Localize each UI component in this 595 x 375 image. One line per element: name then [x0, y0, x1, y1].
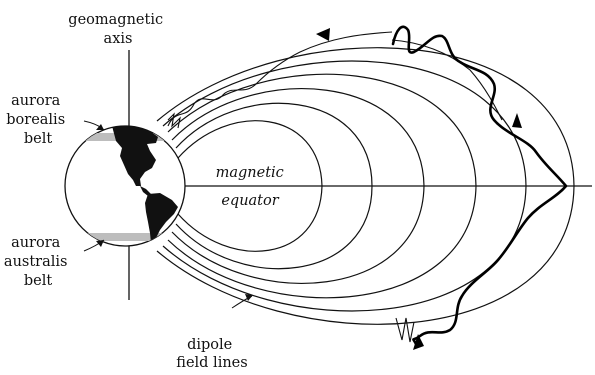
field-line-3	[171, 88, 425, 284]
field-line-2	[175, 102, 373, 270]
magnetic-equator-label: magnetic equator	[216, 165, 289, 209]
drift-arrow-top	[316, 28, 330, 41]
mirror-point-zigzag-top	[167, 112, 181, 129]
field-line-1	[177, 120, 323, 252]
dipole-field-lines-leader-arrow	[245, 294, 253, 301]
aurora-borealis-leader-arrow	[96, 124, 104, 130]
mirror-point-zigzag-bottom	[395, 317, 415, 343]
dipole-field-lines	[156, 47, 575, 325]
aurora-australis-leader-arrow	[96, 240, 104, 247]
aurora-australis-band	[65, 233, 185, 241]
field-line-5	[162, 60, 527, 312]
earth	[64, 125, 186, 247]
trapped-particle-thin-path	[167, 31, 393, 127]
aurora-australis-label: aurora australis belt	[4, 235, 72, 289]
central-america-shape	[140, 186, 151, 196]
aurora-borealis-label: aurora borealis belt	[6, 93, 70, 147]
trapped-particle-thin-path-lower	[391, 39, 503, 121]
drift-arrow-bottom	[413, 334, 424, 350]
drift-arrow-right	[512, 113, 522, 128]
geomagnetic-axis-label: geomagnetic axis	[68, 12, 167, 47]
spiralling-particle-path	[391, 25, 568, 346]
field-line-6	[156, 47, 575, 325]
south-america-shape	[145, 193, 178, 244]
field-line-4	[167, 73, 477, 299]
dipole-field-lines-label: dipole field lines	[176, 337, 247, 371]
north-america-shape	[112, 126, 158, 186]
